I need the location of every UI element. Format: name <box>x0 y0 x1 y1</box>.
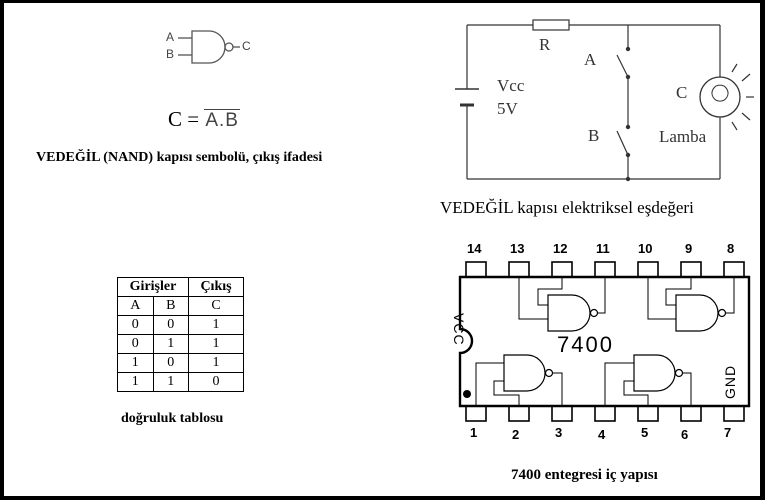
pin-number-9: 9 <box>685 241 693 256</box>
table-row: 0 0 1 <box>117 315 244 335</box>
truth-table-header-row: A B C <box>117 296 244 316</box>
pin-number-10: 10 <box>638 241 653 256</box>
table-cell: 1 <box>117 372 154 392</box>
expression-rhs: A.B <box>204 109 240 131</box>
switch-b-blade <box>616 130 629 156</box>
table-cell: 0 <box>188 372 244 392</box>
pin-number-13: 13 <box>510 241 525 256</box>
electrical-circuit <box>455 19 754 182</box>
pin-number-2: 2 <box>512 427 520 442</box>
symbol-caption: VEDEĞİL (NAND) kapısı sembolü, çıkış ifa… <box>36 150 323 165</box>
symbol-input-b: B <box>166 47 175 61</box>
inputs-group-header: Girişler <box>117 277 189 297</box>
table-row: 1 0 1 <box>117 353 244 373</box>
ic-pin <box>594 405 616 422</box>
ic-pin <box>723 405 745 422</box>
ic-pin <box>723 261 745 278</box>
truth-table-group-row: Girişler Çıkış <box>117 277 244 297</box>
switch-a-label: A <box>584 50 597 69</box>
ic-pin <box>680 405 702 422</box>
lamp-symbol <box>699 76 741 118</box>
switch-b-label: B <box>588 126 600 145</box>
switch-a-blade <box>616 54 629 78</box>
ic-pin <box>594 261 616 278</box>
expression-lhs: C = <box>168 107 200 131</box>
pin-number-7: 7 <box>724 425 732 440</box>
pin-number-3: 3 <box>555 425 563 440</box>
circuit-caption: VEDEĞİL kapısı elektriksel eşdeğeri <box>440 198 694 217</box>
table-row: 1 1 0 <box>117 372 244 392</box>
pin-number-4: 4 <box>598 427 606 442</box>
ic-pin <box>551 405 573 422</box>
pin-number-8: 8 <box>727 241 735 256</box>
ic-caption: 7400 entegresi iç yapısı <box>511 467 658 483</box>
pin-number-6: 6 <box>681 427 689 442</box>
ic-pin <box>465 261 487 278</box>
voltage-label: 5V <box>497 99 518 118</box>
ic-pin <box>551 261 573 278</box>
nand-gate-bottom-right <box>633 354 676 392</box>
ic-pin <box>465 405 487 422</box>
vcc-label: Vcc <box>497 76 525 95</box>
pin-number-11: 11 <box>596 241 610 256</box>
symbol-input-a: A <box>166 30 175 44</box>
ic-vcc-label: VCC <box>451 313 467 346</box>
ic-pin <box>508 261 530 278</box>
output-expression: C = A.B <box>168 107 240 132</box>
lamp-node-label: C <box>676 83 688 102</box>
nand-gate-bottom-left <box>503 354 546 392</box>
ic-pin <box>680 261 702 278</box>
nand-symbol <box>178 30 240 64</box>
nand-gate-top-right <box>675 294 719 332</box>
ic-gnd-label: GND <box>722 364 738 399</box>
ic-pin <box>637 261 659 278</box>
pin-number-5: 5 <box>641 425 649 440</box>
nand-gate-top-left <box>547 294 591 332</box>
pin1-indicator-dot <box>463 390 471 398</box>
pin-number-12: 12 <box>553 241 568 256</box>
truth-table-caption: doğruluk tablosu <box>121 411 224 426</box>
ic-part-number: 7400 <box>557 332 614 357</box>
ic-7400-diagram <box>458 261 751 422</box>
resistor-label: R <box>539 35 551 54</box>
truth-table: Girişler Çıkış A B C 0 0 1 0 1 1 1 0 1 1… <box>117 277 244 392</box>
ic-pin <box>508 405 530 422</box>
pin-number-14: 14 <box>467 241 482 256</box>
ic-pin <box>637 405 659 422</box>
figure-sheet: A B C C = A.B VEDEĞİL (NAND) kapısı semb… <box>4 3 760 496</box>
symbol-output-c: C <box>242 39 251 53</box>
pin-number-1: 1 <box>470 425 478 440</box>
lamp-label: Lamba <box>659 127 707 146</box>
